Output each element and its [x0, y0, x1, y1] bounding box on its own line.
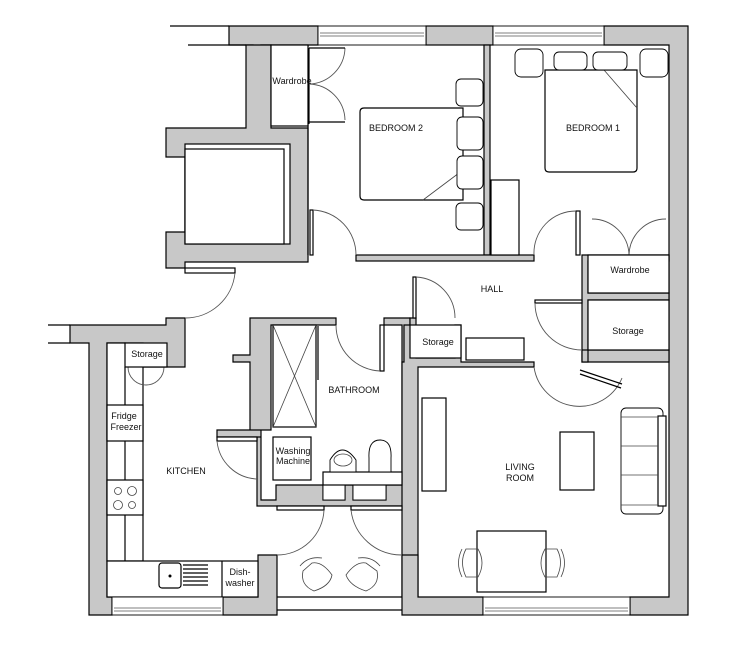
- door-balcony-right[interactable]: [350, 505, 403, 511]
- desk-bedroom1: [490, 179, 520, 256]
- window-bathroom-2: [352, 484, 387, 501]
- label-hall: HALL: [481, 284, 504, 294]
- window-bedroom2: [317, 25, 427, 46]
- label-storage-right: Storage: [612, 326, 644, 336]
- label-kitchen: KITCHEN: [166, 466, 206, 476]
- label-living-room-2: ROOM: [506, 473, 534, 483]
- label-fridge-1: Fridge: [111, 411, 137, 421]
- door-storage-right[interactable]: [534, 299, 583, 304]
- vanity-counter: [322, 471, 403, 486]
- label-dishwasher-1: Dish-: [229, 567, 250, 577]
- door-bathroom[interactable]: [379, 324, 385, 372]
- fridge-freezer-box: [106, 404, 144, 442]
- drainer: [183, 564, 208, 586]
- dining-chair-right: [540, 548, 561, 578]
- wardrobe-bedroom1-box: [587, 254, 670, 294]
- bed-bedroom2: [359, 107, 464, 201]
- door-bedroom1[interactable]: [575, 210, 581, 256]
- dining-chair-left: [462, 548, 483, 578]
- label-bedroom-2: BEDROOM 2: [369, 123, 423, 133]
- furniture: [106, 44, 670, 597]
- door-bedroom2[interactable]: [309, 209, 314, 256]
- door-kitchen[interactable]: [216, 436, 258, 442]
- storage-right-box: [587, 299, 670, 351]
- label-wardrobe-bedroom2: Wardrobe: [272, 76, 311, 86]
- wall-living-bottom-left: [401, 554, 484, 616]
- label-wardrobe-bedroom1: Wardrobe: [610, 265, 649, 275]
- label-living-room-1: LIVING: [505, 462, 535, 472]
- label-washing-2: Machine: [276, 456, 310, 466]
- kitchen-counter-bottom: [106, 560, 259, 598]
- label-fridge-2: Freezer: [110, 422, 141, 432]
- balcony-chair-left: [299, 557, 333, 592]
- window-bathroom-1: [322, 484, 346, 501]
- door-balcony-left[interactable]: [276, 505, 325, 511]
- label-dishwasher-2: washer: [224, 578, 254, 588]
- label-bathroom: BATHROOM: [328, 385, 379, 395]
- label-storage-kitchen: Storage: [131, 349, 163, 359]
- toilet: [368, 439, 392, 473]
- bed-bedroom1: [544, 69, 638, 173]
- storage-hall-box: [409, 324, 462, 359]
- balcony-chair-right: [345, 557, 381, 592]
- hob: [106, 479, 144, 516]
- window-kitchen: [111, 596, 224, 616]
- wall-top-mid: [425, 25, 494, 46]
- fixture-labels: Wardrobe Wardrobe Storage Storage Storag…: [110, 76, 649, 588]
- door-hall-storage[interactable]: [412, 276, 417, 319]
- tv-unit: [421, 397, 447, 492]
- lift-shaft: [184, 143, 291, 245]
- door-entry[interactable]: [184, 267, 236, 274]
- dining-table: [476, 530, 547, 593]
- sofa: [620, 407, 667, 515]
- wall-bedroom2-bottom: [355, 254, 535, 262]
- coffee-table: [559, 431, 595, 491]
- label-bedroom-1: BEDROOM 1: [566, 123, 620, 133]
- wall-hall-right: [581, 349, 589, 363]
- window-living: [482, 596, 631, 616]
- hall-console: [465, 337, 525, 361]
- outline-lines: [48, 25, 402, 611]
- label-storage-hall: Storage: [422, 337, 454, 347]
- doors: [127, 47, 667, 556]
- wall-bedroom-divider: [483, 44, 491, 256]
- label-washing-1: Washing: [276, 446, 311, 456]
- window-bedroom1: [492, 25, 605, 46]
- windows: [111, 25, 631, 616]
- room-labels: BEDROOM 2 BEDROOM 1 HALL BATHROOM KITCHE…: [166, 123, 620, 483]
- washing-machine-box: [272, 436, 312, 481]
- wardrobe-bedroom2-box: [270, 44, 309, 127]
- storage-kitchen-box: [124, 342, 168, 368]
